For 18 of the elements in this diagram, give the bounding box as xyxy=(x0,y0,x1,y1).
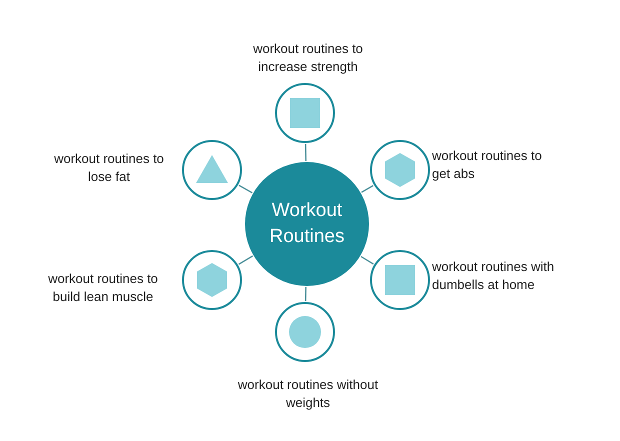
topic-caption: workout routines to get abs xyxy=(432,147,543,183)
connector-line xyxy=(304,144,307,162)
connector-line xyxy=(304,286,306,302)
topic-caption: workout routines to lose fat xyxy=(53,150,165,186)
connector-line xyxy=(238,184,253,194)
square-icon xyxy=(382,262,418,298)
circle-icon xyxy=(287,314,323,350)
square-icon xyxy=(287,95,323,131)
connector-line xyxy=(238,255,254,265)
topic-caption: workout routines to increase strength xyxy=(252,40,364,76)
connector-line xyxy=(361,185,374,193)
hexagon-icon xyxy=(194,262,230,298)
topic-caption: workout routines to build lean muscle xyxy=(47,270,159,306)
hub-label: Workout Routines xyxy=(268,199,346,249)
hexagon-icon xyxy=(382,152,418,188)
topic-caption: workout routines with dumbells at home xyxy=(432,258,556,294)
topic-caption: workout routines without weights xyxy=(236,376,380,412)
connector-line xyxy=(360,256,374,265)
